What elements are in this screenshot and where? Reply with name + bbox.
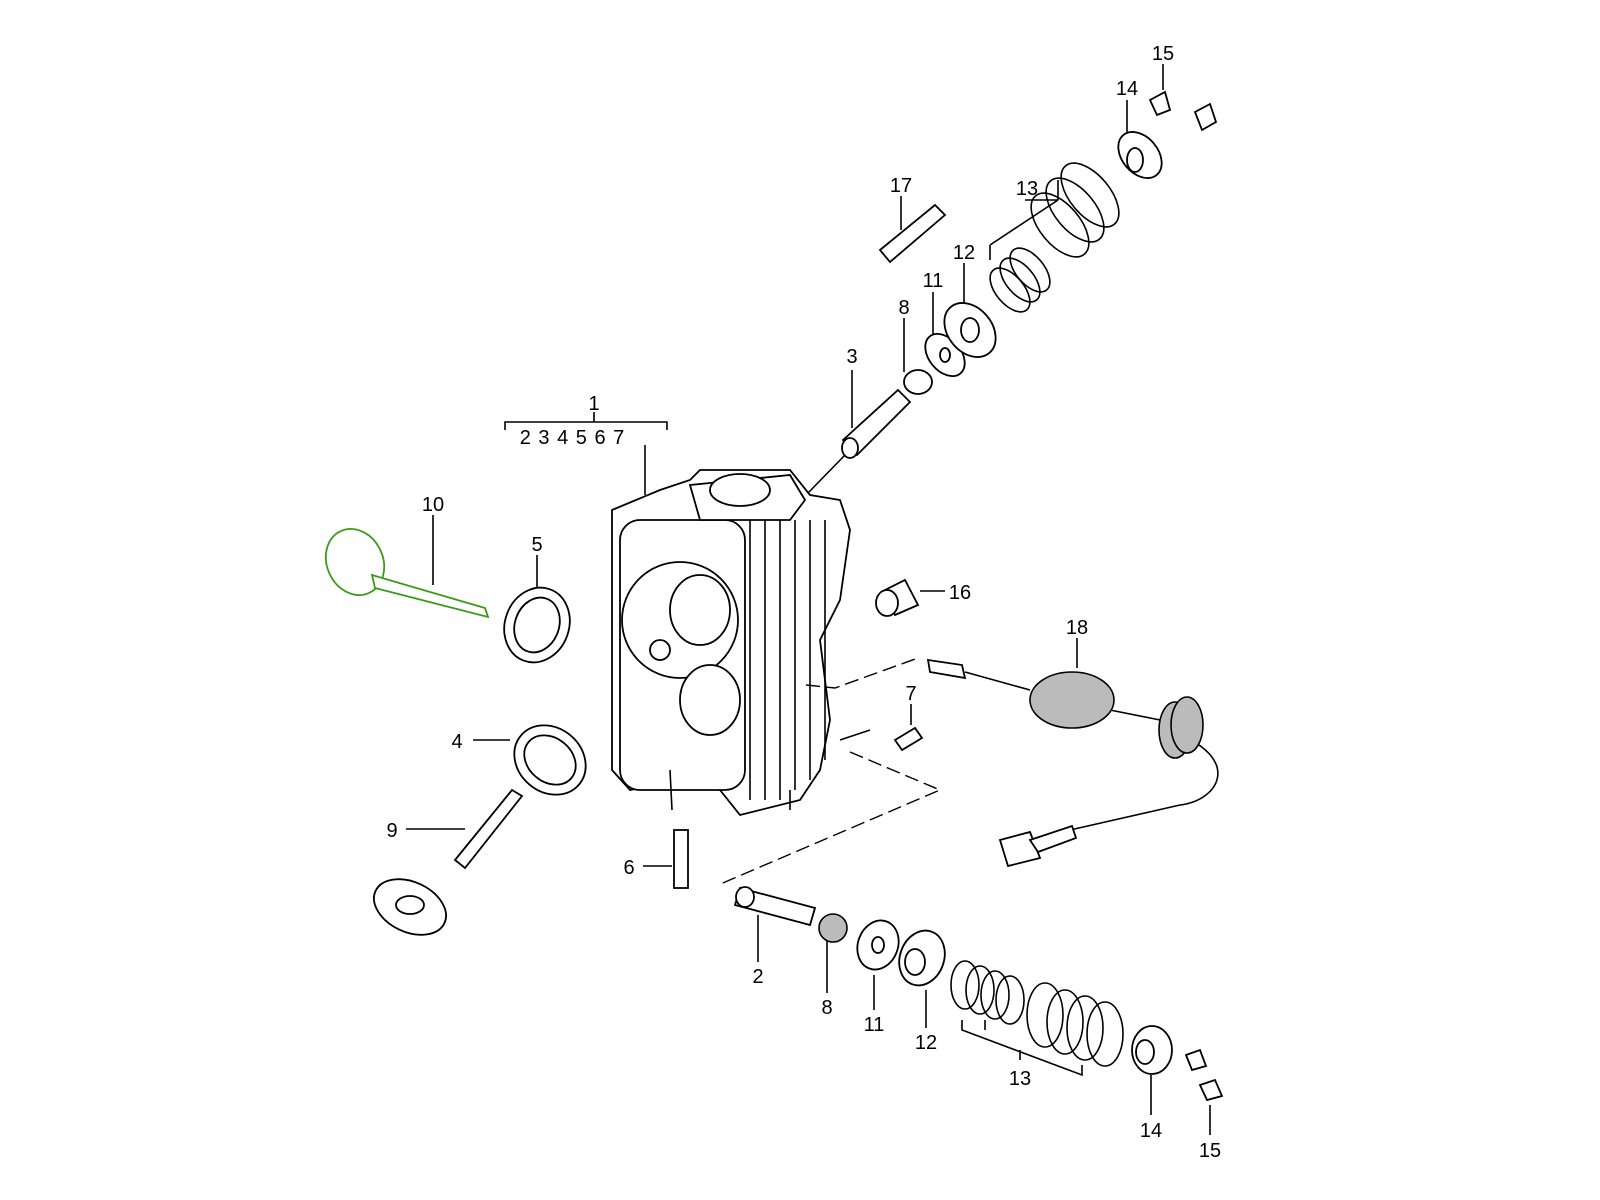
- label-7: 7: [905, 683, 916, 705]
- label-6: 6: [623, 857, 634, 879]
- part-14-retainer-lower[interactable]: [1131, 1025, 1173, 1075]
- part-8-seal-lower[interactable]: [818, 913, 848, 943]
- label-1: 1: [588, 393, 599, 415]
- part-16-bushing[interactable]: [875, 578, 920, 617]
- part-12-spring-seat-lower[interactable]: [892, 924, 952, 992]
- part-11-washer-lower[interactable]: [851, 915, 906, 976]
- part-3-valve-guide[interactable]: [841, 388, 912, 459]
- part-13-springs-upper[interactable]: [983, 153, 1130, 319]
- label-3: 3: [846, 346, 857, 368]
- part-8-seal-upper[interactable]: [903, 369, 933, 395]
- label-9: 9: [386, 820, 397, 842]
- part-4-valve-seat[interactable]: [500, 711, 599, 809]
- part-18-temperature-sensor[interactable]: [926, 658, 1219, 868]
- label-16: 16: [949, 582, 971, 604]
- label-13-upper: 13: [1016, 178, 1038, 200]
- label-8-upper: 8: [898, 297, 909, 319]
- part-10-exhaust-valve-highlighted[interactable]: [315, 519, 490, 619]
- part-17-dowel[interactable]: [878, 203, 947, 264]
- part-13-springs-lower[interactable]: [950, 960, 1124, 1067]
- part-15-keeper-upper[interactable]: [1148, 90, 1218, 132]
- label-14-upper: 14: [1116, 78, 1138, 100]
- dashed-guide-lines: [717, 657, 942, 886]
- part-12-spring-seat-upper[interactable]: [934, 293, 1006, 367]
- part-6-stud[interactable]: [673, 829, 689, 889]
- part-9-intake-valve[interactable]: [365, 788, 524, 946]
- part-1-cylinder-head[interactable]: [611, 469, 871, 817]
- label-12-lower: 12: [915, 1032, 937, 1054]
- label-4: 4: [451, 731, 462, 753]
- label-15-lower: 15: [1199, 1140, 1221, 1162]
- label-17: 17: [890, 175, 912, 197]
- label-14-lower: 14: [1140, 1120, 1162, 1142]
- label-1-subparts: 2 3 4 5 6 7: [520, 427, 625, 449]
- label-12-upper: 12: [953, 242, 975, 264]
- part-14-retainer-upper[interactable]: [1109, 124, 1170, 187]
- label-13-lower: 13: [1009, 1068, 1031, 1090]
- part-2-valve-guide-lower[interactable]: [733, 886, 817, 927]
- label-11-lower: 11: [864, 1014, 885, 1036]
- label-2: 2: [752, 966, 763, 988]
- label-15-upper: 15: [1152, 43, 1174, 65]
- part-5-valve-seat[interactable]: [494, 578, 580, 671]
- label-8-lower: 8: [821, 997, 832, 1019]
- part-15-keeper-lower[interactable]: [1184, 1048, 1224, 1102]
- part-number-labels: 15 14 17 13 12 11 8 3 1 2 3 4 5 6 7 10 5…: [386, 43, 1221, 1162]
- part-11-washer-upper[interactable]: [917, 326, 972, 383]
- label-11-upper: 11: [923, 270, 944, 292]
- label-5: 5: [531, 534, 542, 556]
- part-7-plug[interactable]: [893, 726, 924, 752]
- label-18: 18: [1066, 617, 1088, 639]
- label-10: 10: [422, 494, 444, 516]
